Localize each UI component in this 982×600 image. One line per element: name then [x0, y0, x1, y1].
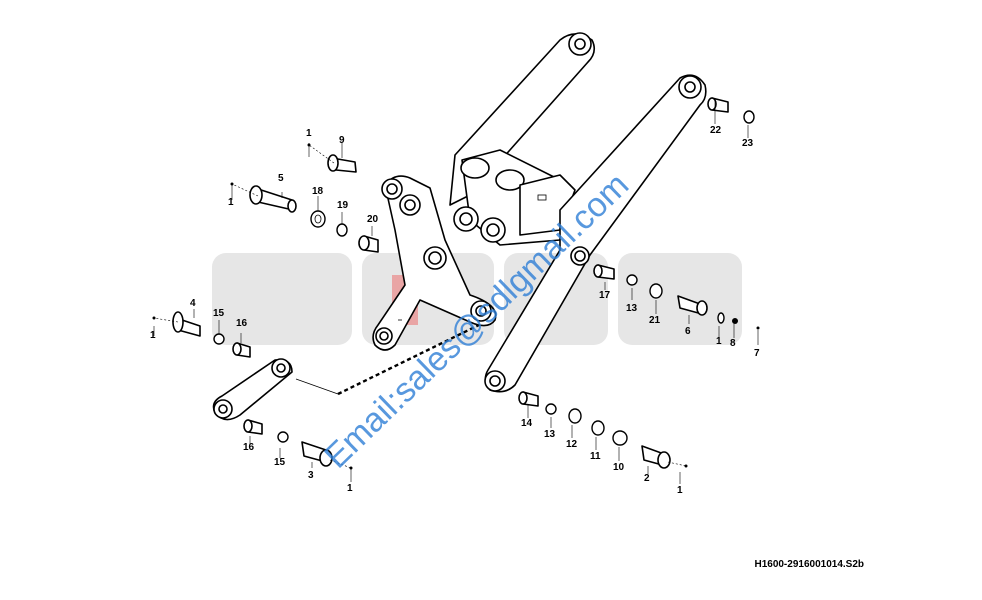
pin-2	[641, 445, 671, 469]
lower-link	[212, 358, 293, 421]
callout-7: 7	[754, 348, 760, 359]
linkage-dashed-line	[337, 320, 486, 396]
pin-9	[327, 154, 357, 173]
bushing-14	[518, 391, 539, 407]
bushing-17	[593, 264, 615, 280]
ring-15-upper	[213, 333, 225, 345]
callout-18: 18	[312, 186, 324, 197]
ring-8	[717, 312, 725, 324]
ring-15-lower	[277, 431, 289, 443]
bushing-16-lower	[243, 419, 263, 435]
callout-13: 13	[544, 429, 556, 440]
cross-tube	[453, 149, 576, 246]
ring-13-upper	[626, 274, 638, 286]
pin-3	[301, 441, 333, 467]
callout-1: 1	[228, 197, 234, 208]
ring-19	[336, 223, 348, 237]
drawing-code: H1600-2916001014.S2b	[754, 559, 864, 570]
callout-1: 1	[150, 330, 156, 341]
callout-numbers: 1 9 5 1 18 19 20 4 15 16 1 22 23 17 13 2…	[150, 125, 760, 496]
callout-8: 8	[730, 338, 736, 349]
washer-21	[649, 283, 663, 299]
callout-1: 1	[716, 336, 722, 347]
washer-18-hole	[314, 214, 322, 224]
callout-14: 14	[521, 418, 533, 429]
callout-19: 19	[337, 200, 349, 211]
ring-23	[743, 110, 755, 124]
callout-1: 1	[677, 485, 683, 496]
pin-5	[249, 185, 297, 213]
callout-4: 4	[190, 298, 196, 309]
pin-4	[172, 311, 201, 337]
callout-3: 3	[308, 470, 314, 481]
ring-13-lower	[545, 403, 557, 415]
callout-6: 6	[685, 326, 691, 337]
callout-2: 2	[644, 473, 650, 484]
pin-6	[677, 295, 708, 316]
callout-20: 20	[367, 214, 379, 225]
callout-13: 13	[626, 303, 638, 314]
bushing-16-upper	[232, 342, 251, 358]
callout-15: 15	[213, 308, 225, 319]
right-boom-arm	[484, 74, 707, 393]
leader-lines	[152, 98, 760, 484]
callout-9: 9	[339, 135, 345, 146]
callout-15: 15	[274, 457, 286, 468]
bolt-7	[732, 318, 738, 324]
bell-crank	[372, 175, 497, 351]
callout-11: 11	[590, 451, 601, 462]
callout-10: 10	[613, 462, 625, 473]
callout-1: 1	[347, 483, 353, 494]
callout-12: 12	[566, 439, 578, 450]
washer-11	[591, 420, 605, 436]
washer-18	[310, 210, 326, 228]
callout-5: 5	[278, 173, 284, 184]
washer-12	[568, 408, 582, 424]
callout-21: 21	[649, 315, 661, 326]
callout-23: 23	[742, 138, 754, 149]
callout-16: 16	[236, 318, 248, 329]
callout-17: 17	[599, 290, 611, 301]
callout-22: 22	[710, 125, 722, 136]
ring-10	[612, 430, 628, 446]
callout-16: 16	[243, 442, 255, 453]
callout-1: 1	[306, 128, 312, 139]
linkage-line	[295, 378, 339, 395]
bushing-20	[358, 235, 379, 253]
bushing-22	[707, 97, 729, 113]
